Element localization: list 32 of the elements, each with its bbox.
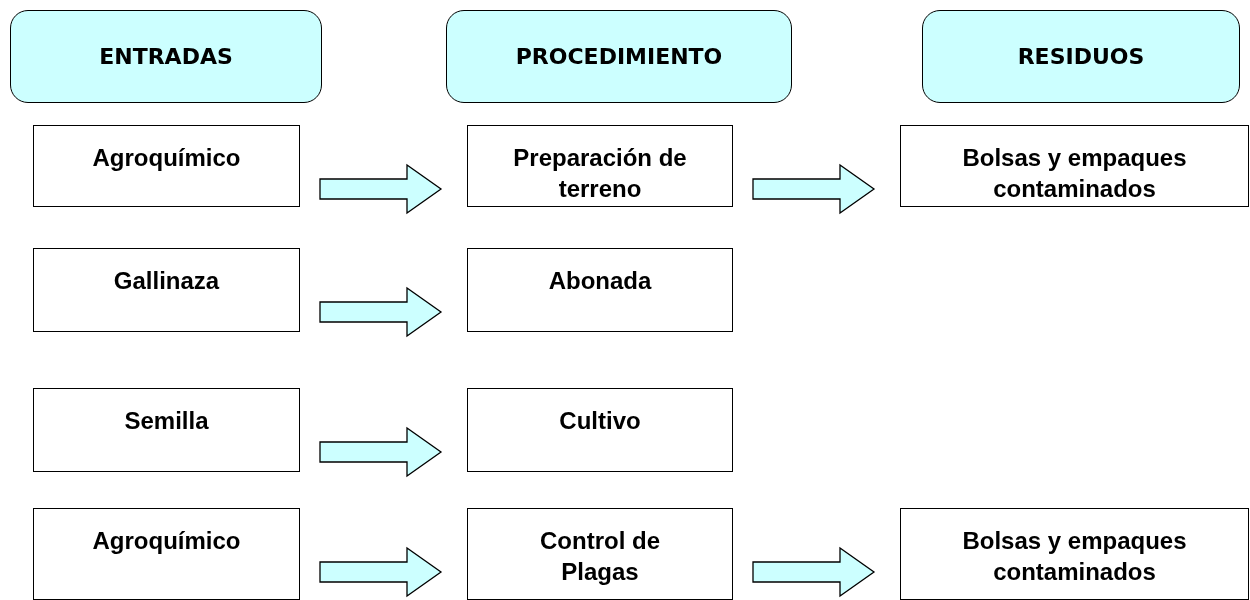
process-box <box>33 388 300 472</box>
box-label: Agroquímico <box>92 143 241 173</box>
process-box <box>467 388 733 472</box>
process-box <box>33 508 300 600</box>
block-arrow <box>752 163 876 215</box>
box-label: Semilla <box>124 406 209 436</box>
process-box <box>33 125 300 207</box>
block-arrow <box>319 426 443 478</box>
block-arrow <box>319 546 443 598</box>
process-box <box>900 125 1249 207</box>
box-label: Control de Plagas <box>539 526 661 588</box>
process-box <box>467 508 733 600</box>
box-label: ENTRADAS <box>99 44 233 69</box>
box-label: Abonada <box>548 266 652 296</box>
process-box <box>33 248 300 332</box>
block-arrow <box>319 163 443 215</box>
block-arrow <box>319 286 443 338</box>
process-box <box>900 508 1249 600</box>
column-header-box <box>922 10 1240 103</box>
box-label: Bolsas y empaques contaminados <box>961 143 1188 205</box>
process-box <box>467 248 733 332</box>
box-label: Cultivo <box>559 406 641 436</box>
box-label: RESIDUOS <box>1017 44 1145 69</box>
block-arrow <box>752 546 876 598</box>
column-header-box <box>10 10 322 103</box>
box-label: Preparación de terreno <box>512 143 688 205</box>
column-header-box <box>446 10 792 103</box>
box-label: PROCEDIMIENTO <box>515 44 723 69</box>
box-label: Gallinaza <box>113 266 220 296</box>
box-label: Agroquímico <box>92 526 241 556</box>
process-box <box>467 125 733 207</box>
box-label: Bolsas y empaques contaminados <box>961 526 1188 588</box>
